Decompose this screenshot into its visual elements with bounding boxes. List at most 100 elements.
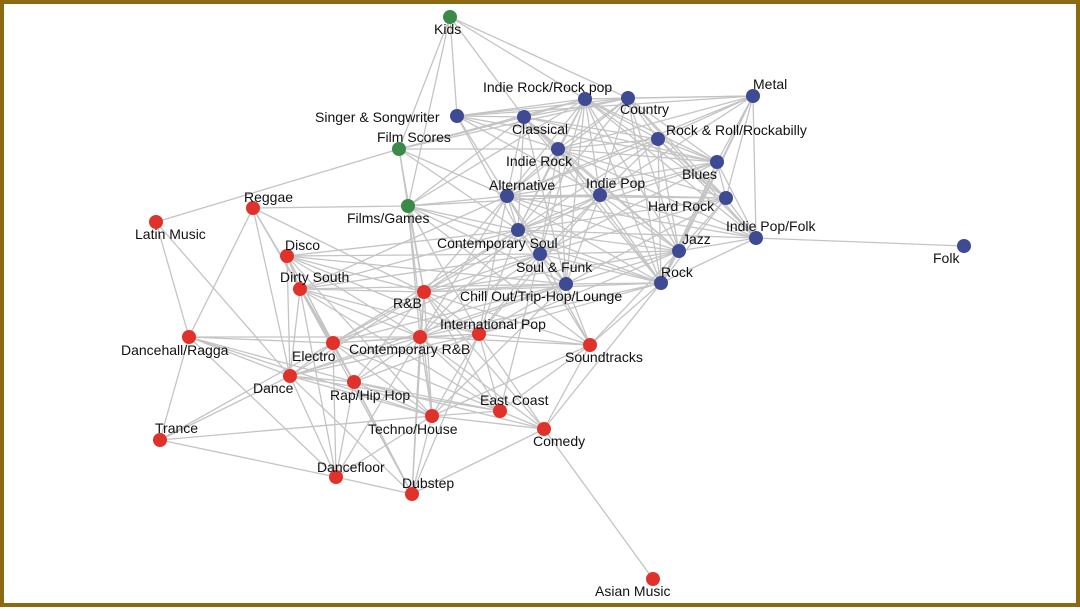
edge-classical-rock bbox=[523, 116, 662, 284]
node-label-jazz: Jazz bbox=[682, 231, 711, 247]
edge-classical-rock-roll bbox=[523, 116, 659, 140]
edge-films-games-contemporary-soul bbox=[407, 205, 519, 231]
node-asian-music[interactable] bbox=[646, 572, 660, 586]
node-label-rnb: R&B bbox=[393, 295, 422, 311]
edge-international-pop-techno-house bbox=[431, 333, 480, 417]
node-label-hard-rock: Hard Rock bbox=[648, 198, 715, 214]
edge-jazz-soul-funk bbox=[539, 250, 680, 255]
node-label-dirty-south: Dirty South bbox=[280, 269, 349, 285]
edge-chill-out-contemporary-rnb bbox=[419, 283, 567, 338]
node-chill-out[interactable] bbox=[559, 277, 573, 291]
edge-chill-out-soundtracks bbox=[565, 283, 591, 346]
node-films-games[interactable] bbox=[401, 199, 415, 213]
node-alternative[interactable] bbox=[500, 189, 514, 203]
edge-contemporary-soul-contemporary-rnb bbox=[419, 229, 519, 338]
node-trance[interactable] bbox=[153, 433, 167, 447]
node-label-dubstep: Dubstep bbox=[402, 475, 454, 491]
edge-country-jazz bbox=[627, 97, 680, 252]
edge-techno-house-dancefloor bbox=[335, 415, 433, 478]
node-techno-house[interactable] bbox=[425, 409, 439, 423]
edge-electro-dancefloor bbox=[332, 342, 337, 478]
edge-latin-music-dancehall bbox=[155, 221, 190, 338]
edge-dirty-south-dancefloor bbox=[299, 288, 337, 478]
node-contemporary-soul[interactable] bbox=[511, 223, 525, 237]
edge-country-contemporary-soul bbox=[517, 97, 629, 231]
edge-comedy-dubstep bbox=[411, 428, 545, 495]
node-singer-songwriter[interactable] bbox=[450, 109, 464, 123]
edge-trance-dancefloor bbox=[159, 439, 337, 478]
node-indie-pop-folk[interactable] bbox=[749, 231, 763, 245]
edge-international-pop-dubstep bbox=[411, 333, 480, 495]
node-rock-roll[interactable] bbox=[651, 132, 665, 146]
node-dubstep[interactable] bbox=[405, 487, 419, 501]
node-rock[interactable] bbox=[654, 276, 668, 290]
edge-indie-rock-blues bbox=[557, 148, 718, 163]
node-indie-rock[interactable] bbox=[551, 142, 565, 156]
edge-indie-rock-contemporary-soul bbox=[517, 148, 559, 231]
edge-dancefloor-dubstep bbox=[335, 476, 413, 495]
node-folk[interactable] bbox=[957, 239, 971, 253]
node-soundtracks[interactable] bbox=[583, 338, 597, 352]
node-label-electro: Electro bbox=[292, 348, 336, 364]
edge-international-pop-dance bbox=[289, 333, 480, 377]
edge-layer bbox=[155, 16, 965, 580]
node-label-international-pop: International Pop bbox=[440, 316, 546, 332]
node-disco[interactable] bbox=[280, 249, 294, 263]
node-latin-music[interactable] bbox=[149, 215, 163, 229]
node-indie-rock-pop[interactable] bbox=[578, 92, 592, 106]
node-international-pop[interactable] bbox=[472, 327, 486, 341]
node-dancehall[interactable] bbox=[182, 330, 196, 344]
edge-singer-songwriter-contemporary-soul bbox=[456, 115, 519, 231]
node-soul-funk[interactable] bbox=[533, 247, 547, 261]
edge-rock-roll-indie-rock bbox=[557, 138, 659, 150]
node-kids[interactable] bbox=[443, 10, 457, 24]
edge-film-scores-classical bbox=[398, 116, 525, 150]
node-blues[interactable] bbox=[710, 155, 724, 169]
edge-indie-pop-rock bbox=[599, 194, 662, 284]
edge-international-pop-east-coast bbox=[478, 333, 501, 412]
edge-soundtracks-comedy bbox=[543, 344, 591, 430]
node-contemporary-rnb[interactable] bbox=[413, 330, 427, 344]
edge-chill-out-disco bbox=[286, 255, 567, 285]
edge-contemporary-rnb-dance bbox=[289, 336, 421, 377]
node-dancefloor[interactable] bbox=[329, 470, 343, 484]
edge-international-pop-comedy bbox=[478, 333, 545, 430]
edge-contemporary-rnb-rap-hiphop bbox=[353, 336, 421, 383]
edge-metal-indie-rock bbox=[557, 95, 754, 150]
node-dance[interactable] bbox=[283, 369, 297, 383]
edge-east-coast-comedy bbox=[499, 410, 545, 430]
node-metal[interactable] bbox=[746, 89, 760, 103]
node-country[interactable] bbox=[621, 91, 635, 105]
edge-contemporary-rnb-dubstep bbox=[411, 336, 421, 495]
node-jazz[interactable] bbox=[672, 244, 686, 258]
node-hard-rock[interactable] bbox=[719, 191, 733, 205]
edge-electro-dance bbox=[289, 342, 334, 377]
node-classical[interactable] bbox=[517, 110, 531, 124]
edge-blues-indie-pop-folk bbox=[716, 161, 757, 239]
node-east-coast[interactable] bbox=[493, 404, 507, 418]
edge-rap-hiphop-comedy bbox=[353, 381, 545, 430]
edge-indie-pop-indie-pop-folk bbox=[599, 194, 757, 239]
node-label-dancefloor: Dancefloor bbox=[317, 459, 385, 475]
node-indie-pop[interactable] bbox=[593, 188, 607, 202]
edge-indie-rock-pop-alternative bbox=[506, 98, 586, 197]
node-electro[interactable] bbox=[326, 336, 340, 350]
edge-techno-house-comedy bbox=[431, 415, 545, 430]
node-rnb[interactable] bbox=[417, 285, 431, 299]
node-dirty-south[interactable] bbox=[293, 282, 307, 296]
edge-rap-hiphop-dancefloor bbox=[335, 381, 355, 478]
node-rap-hiphop[interactable] bbox=[347, 375, 361, 389]
edge-films-games-reggae bbox=[252, 205, 409, 209]
node-label-indie-pop-folk: Indie Pop/Folk bbox=[726, 218, 816, 234]
node-label-east-coast: East Coast bbox=[480, 392, 549, 408]
node-label-disco: Disco bbox=[285, 237, 320, 253]
node-reggae[interactable] bbox=[246, 201, 260, 215]
edge-rnb-soundtracks bbox=[423, 291, 591, 346]
edge-trance-techno-house bbox=[159, 415, 433, 441]
edge-rnb-comedy bbox=[423, 291, 545, 430]
edge-indie-pop-hard-rock bbox=[599, 194, 727, 199]
edge-hard-rock-contemporary-soul bbox=[517, 197, 727, 231]
node-film-scores[interactable] bbox=[392, 142, 406, 156]
node-comedy[interactable] bbox=[537, 422, 551, 436]
edge-disco-techno-house bbox=[286, 255, 433, 417]
